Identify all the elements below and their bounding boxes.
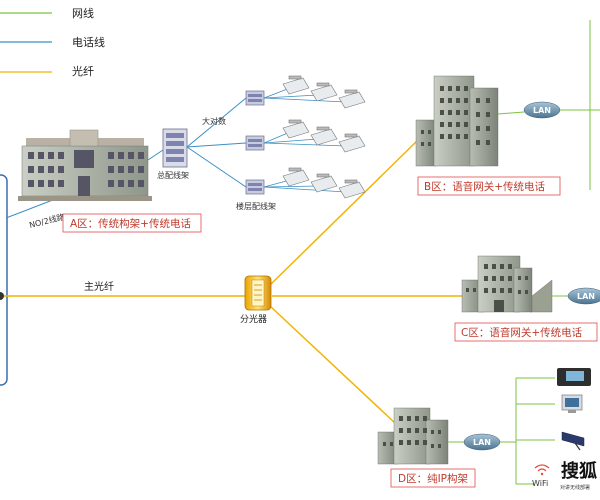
c-zone-label-box [454,322,598,342]
watermark-logo: 搜狐 对讲无线部署 [560,460,597,491]
lan-label: LAN [577,292,595,301]
phone-icon [282,119,310,139]
c-zone-label: C区：语音网关+传统电话 [461,326,583,339]
watermark-subtext: 对讲无线部署 [560,484,590,491]
watermark-text: 搜狐 [561,460,597,482]
b-lan-line [497,111,525,115]
distribution-frame-icon [162,128,188,168]
core-node-icon [0,292,4,300]
outside-line-label: NO/2线路 [28,212,65,230]
core-panel [0,174,8,386]
legend: 网线 电话线 光纤 [0,6,105,78]
wifi-label: WiFi [532,479,548,488]
d-zone-building-icon [377,407,449,465]
a-zone-label: A区：传统构架+传统电话 [70,217,191,230]
splitter-icon [244,275,272,311]
floor-frame-icon [245,135,265,151]
lan-cloud-icon: LAN [523,101,561,119]
floor-frame-label: 楼层配线架 [236,201,276,211]
splitter-label: 分光器 [240,313,267,325]
big-pair-cables [186,97,247,188]
phone-icon [310,126,338,146]
floor-frame-icon [245,179,265,195]
phone-icon [338,133,366,153]
phone-wires [263,87,347,193]
a-zone-label-box [62,213,202,233]
b-zone-label-box [417,176,561,196]
fiber-lines [4,139,462,424]
phone-icon [338,89,366,109]
phone-icon [282,75,310,95]
big-pairs-label: 大对数 [202,116,226,126]
main-frame-label: 总配线架 [157,170,189,180]
phone-icon [338,179,366,199]
lan-cloud-icon: LAN [567,287,600,305]
ip-phone-icon [557,368,591,386]
b-zone-building-icon [415,75,499,167]
lan-cloud-icon: LAN [463,433,501,451]
legend-label-phone: 电话线 [72,35,105,49]
wifi-icon: WiFi [532,464,550,488]
phone-icon [310,82,338,102]
camera-icon [561,431,585,451]
a-zone-building-icon [18,129,152,201]
main-fiber-label: 主光纤 [84,280,114,293]
a-to-frame-line [147,149,164,161]
outside-line [5,197,59,219]
legend-label-network: 网线 [72,6,94,20]
computer-icon [561,394,583,413]
b-zone-label: B区：语音网关+传统电话 [424,180,546,193]
phone-icon [310,173,338,193]
d-zone-label-box [390,468,476,488]
legend-label-fiber: 光纤 [72,64,94,78]
lan-label: LAN [533,106,551,115]
lan-label: LAN [473,438,491,447]
c-zone-building-icon [461,255,553,313]
phones [282,75,366,199]
d-network-branches [500,377,555,485]
floor-frame-icon [245,90,265,106]
phone-icon [282,167,310,187]
d-zone-label: D区：纯IP构架 [398,472,469,485]
